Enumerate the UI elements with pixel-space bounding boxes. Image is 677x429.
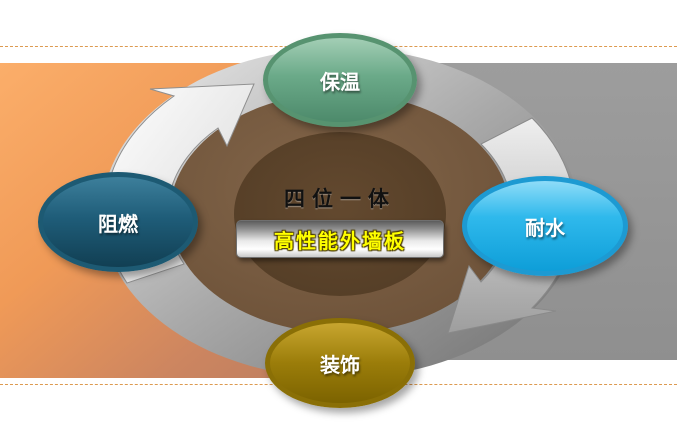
cycle-ring-core	[234, 132, 446, 296]
node-naishui-label: 耐水	[525, 215, 565, 240]
node-zhuangshi-ellipse: 装饰	[265, 318, 415, 408]
center-title: 四位一体	[284, 187, 396, 211]
node-naishui-ellipse: 耐水	[462, 176, 628, 276]
center-plate-label: 高性能外墙板	[274, 228, 406, 253]
node-zuran-ellipse: 阻燃	[38, 172, 198, 272]
node-zhuangshi-label: 装饰	[320, 352, 360, 377]
center-plate: 高性能外墙板	[236, 220, 444, 258]
node-zuran-label: 阻燃	[98, 211, 138, 236]
node-baowen-label: 保温	[320, 69, 360, 94]
node-baowen-ellipse: 保温	[263, 33, 417, 127]
